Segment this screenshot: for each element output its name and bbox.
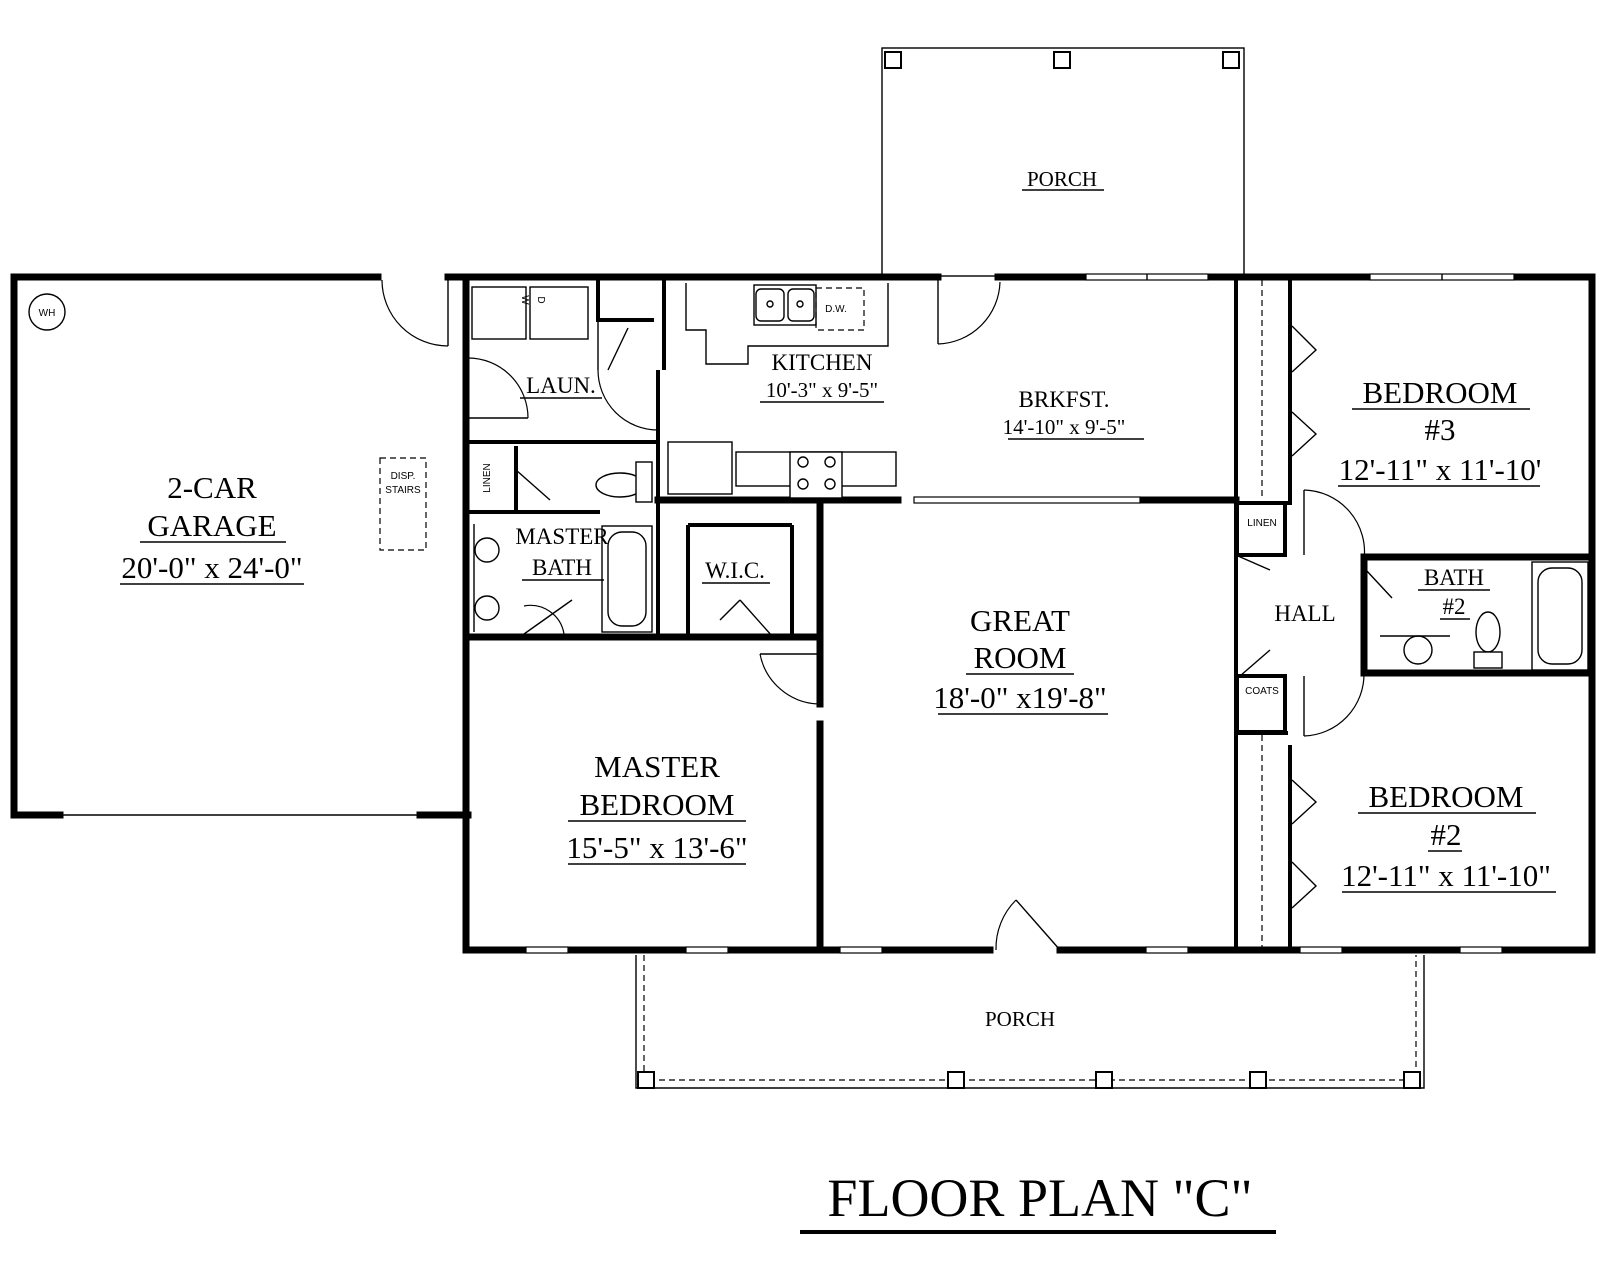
rear-porch-outline — [881, 47, 1245, 277]
master-bath-fixtures — [473, 461, 653, 635]
interior-walls — [464, 277, 1596, 954]
porch-post — [884, 51, 902, 69]
bath2-label-line2: #2 — [1443, 594, 1466, 619]
washer — [471, 286, 527, 340]
laundry-fixtures — [467, 286, 660, 431]
garage-walls — [10, 273, 472, 819]
porch-post — [1249, 1071, 1267, 1089]
kitchen-sink — [753, 284, 817, 326]
room-labels: PORCH 2-CAR GARAGE 20'-0" x 24'-0" LAUN.… — [120, 167, 1556, 1031]
great-room-dims: 18'-0" x19'-8" — [933, 680, 1106, 715]
water-heater-icon — [28, 293, 66, 331]
bedroom3-label-line1: BEDROOM — [1362, 375, 1517, 410]
wic-label: W.I.C. — [705, 558, 765, 583]
bathtub — [1531, 561, 1589, 671]
kitchen-cabinets — [667, 283, 897, 499]
porch-post — [1403, 1071, 1421, 1089]
coats-label: COATS — [1245, 686, 1279, 697]
master-bath-label-line1: MASTER — [515, 524, 609, 549]
bedroom3-label-line2: #3 — [1425, 412, 1456, 447]
linen-master-label: LINEN — [482, 463, 493, 492]
master-bedroom-label-line2: BEDROOM — [579, 787, 734, 822]
dryer — [529, 286, 589, 340]
bedroom2-dims: 12'-11" x 11'-10" — [1341, 858, 1551, 893]
hall-label: HALL — [1274, 601, 1335, 626]
fixture-labels: WH DISP. STAIRS W D D.W. LINEN LINEN COA… — [39, 295, 1280, 697]
front-porch — [635, 955, 1425, 1089]
master-bedroom-label-line1: MASTER — [594, 749, 720, 784]
water-heater-label: WH — [39, 308, 56, 319]
window — [525, 946, 569, 954]
bath2-label-line1: BATH — [1424, 565, 1484, 590]
sink-icon — [474, 537, 500, 563]
toilet-icon — [1475, 611, 1501, 653]
master-bedroom-dims: 15'-5" x 13'-6" — [566, 830, 747, 865]
rear-porch — [881, 47, 1245, 277]
kitchen-dims: 10'-3" x 9'-5" — [766, 378, 878, 402]
bath2-fixtures — [1380, 561, 1589, 671]
porch-post — [1095, 1071, 1113, 1089]
bedroom2-label-line1: BEDROOM — [1368, 779, 1523, 814]
sink-icon — [474, 595, 500, 621]
window — [1145, 946, 1189, 954]
porch-post — [1053, 51, 1071, 69]
front-door — [995, 899, 1061, 951]
kitchen-label: KITCHEN — [772, 350, 873, 375]
refrigerator — [667, 441, 733, 495]
breakfast-label: BRKFST. — [1019, 387, 1110, 412]
bedroom2-label-line2: #2 — [1431, 817, 1462, 852]
front-porch-label: PORCH — [985, 1007, 1055, 1031]
garage-label-line1: 2-CAR — [167, 470, 257, 505]
garage-dims: 20'-0" x 24'-0" — [121, 550, 302, 585]
porch-post — [947, 1071, 965, 1089]
dryer-label: D — [535, 296, 546, 303]
sink-icon — [1403, 635, 1433, 665]
breakfast-door — [913, 280, 1141, 504]
disp-stairs-label-1: DISP. — [391, 471, 416, 482]
coats-closet — [1235, 674, 1287, 734]
window — [1459, 946, 1503, 954]
great-room-label-line1: GREAT — [970, 603, 1070, 638]
washer-label: W — [519, 295, 530, 305]
bathtub — [601, 525, 653, 633]
porch-post — [1222, 51, 1240, 69]
window — [1299, 946, 1343, 954]
breakfast-dims: 14'-10" x 9'-5" — [1003, 415, 1126, 439]
garage-label-line2: GARAGE — [147, 508, 276, 543]
cased-opening — [913, 496, 1141, 504]
plan-title: FLOOR PLAN "C" — [800, 1168, 1276, 1234]
title-text: FLOOR PLAN "C" — [827, 1168, 1252, 1228]
bedroom-doors — [1237, 325, 1393, 909]
bedroom3-dims: 12'-11" x 11'-10' — [1339, 452, 1542, 487]
master-bath-label-line2: BATH — [532, 555, 592, 580]
window — [839, 946, 883, 954]
windows — [525, 273, 1515, 954]
linen-hall-label: LINEN — [1247, 518, 1276, 529]
disp-stairs-label-2: STAIRS — [385, 485, 421, 496]
master-doors — [719, 599, 819, 705]
linen-closet-hall — [1235, 501, 1287, 557]
disappearing-stairs — [379, 457, 427, 551]
dishwasher-label: D.W. — [825, 304, 847, 315]
dishwasher — [815, 287, 865, 331]
great-room-label-line2: ROOM — [973, 640, 1066, 675]
porch-post — [637, 1071, 655, 1089]
laundry-label: LAUN. — [526, 373, 596, 398]
window — [685, 946, 729, 954]
rear-porch-label: PORCH — [1027, 167, 1097, 191]
